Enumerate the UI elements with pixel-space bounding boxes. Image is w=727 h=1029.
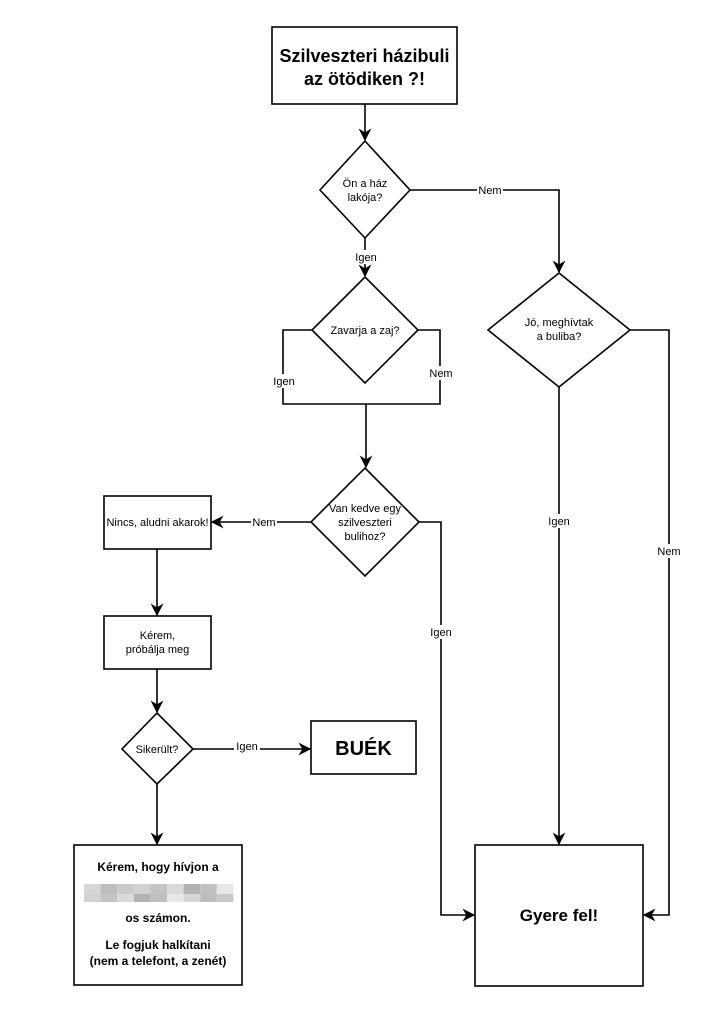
redaction-cell: [150, 884, 167, 894]
node-start-line-1: Szilveszteri házibuli: [279, 46, 449, 66]
node-invited-line-2: a buliba?: [537, 331, 582, 343]
node-mood-line-2: szilveszteri: [338, 517, 392, 529]
node-resident-line-2: lakója?: [348, 192, 383, 204]
node-mood: Van kedve egy szilveszteri bulihoz?: [309, 466, 421, 578]
node-call-line-5: Le fogjuk halkítani: [105, 938, 210, 952]
redaction-cell: [117, 884, 134, 894]
redaction-cell: [100, 884, 118, 894]
node-buek-line-1: BUÉK: [335, 737, 392, 760]
node-call-line-3: os számon.: [125, 911, 190, 925]
redacted-phone-number: [84, 884, 234, 902]
redaction-cell: [183, 894, 201, 902]
edge-label-invited-igen: Igen: [548, 516, 569, 528]
edge-invited-to-comeup-nem: [630, 329, 670, 922]
redaction-cell: [150, 894, 167, 902]
node-buek: BUÉK: [310, 720, 417, 775]
node-success-line-1: Sikerült?: [136, 744, 179, 756]
redaction-cell: [84, 894, 101, 902]
node-start: Szilveszteri házibuli az ötödiken ?!: [271, 26, 458, 105]
node-mood-line-3: bulihoz?: [345, 531, 386, 543]
edge-label-mood-igen: Igen: [430, 627, 451, 639]
redaction-cell: [133, 894, 151, 902]
node-resident-line-1: Ön a ház: [343, 178, 388, 190]
redaction-cell: [167, 894, 184, 902]
node-try-line-2: próbálja meg: [126, 644, 190, 656]
node-try: Kérem, próbálja meg: [103, 615, 212, 670]
node-invited-line-1: Jó, meghívtak: [525, 317, 594, 329]
redaction-cell: [100, 894, 118, 902]
node-sleep-line-1: Nincs, aludni akarok!: [106, 517, 208, 529]
node-start-line-2: az ötödiken ?!: [304, 69, 425, 89]
node-noise: Zavarja a zaj?: [310, 275, 420, 385]
edge-label-mood-nem: Nem: [252, 517, 275, 529]
redaction-cell: [216, 894, 234, 902]
redaction-cell: [216, 884, 234, 894]
node-mood-line-1: Van kedve egy: [329, 503, 401, 515]
edge-noise-igen: [282, 329, 366, 405]
edge-resident-to-invited: [410, 189, 566, 274]
node-success: Sikerült?: [120, 711, 195, 786]
redaction-cell: [117, 894, 134, 902]
edge-label-invited-nem: Nem: [657, 546, 680, 558]
node-invited: Jó, meghívtak a buliba?: [486, 271, 632, 389]
edge-mood-to-comeup: [419, 521, 476, 922]
node-noise-line-1: Zavarja a zaj?: [330, 325, 399, 337]
edge-label-resident-nem: Nem: [478, 185, 501, 197]
node-call-line-6: (nem a telefont, a zenét): [90, 954, 227, 968]
node-call: Kérem, hogy hívjon a os számon. Le fogju…: [73, 844, 243, 986]
redaction-cell: [183, 884, 201, 894]
edges: [150, 104, 670, 922]
edge-label-resident-igen: Igen: [355, 252, 376, 264]
redaction-cell: [200, 884, 217, 894]
edge-label-noise-igen: Igen: [273, 376, 294, 388]
edge-label-success-igen: Igen: [236, 741, 257, 753]
node-comeup-line-1: Gyere fel!: [520, 906, 598, 925]
node-comeup: Gyere fel!: [474, 844, 644, 987]
node-resident: Ön a ház lakója?: [318, 139, 412, 240]
edge-label-noise-nem: Nem: [429, 368, 452, 380]
node-sleep: Nincs, aludni akarok!: [103, 495, 212, 550]
node-call-line-1: Kérem, hogy hívjon a: [97, 860, 219, 874]
redaction-cell: [133, 884, 151, 894]
redaction-cell: [84, 884, 101, 894]
node-try-line-1: Kérem,: [140, 630, 175, 642]
edge-labels: Nem Igen Igen Nem Nem Igen Igen Nem Igen: [234, 183, 682, 756]
redaction-cell: [200, 894, 217, 902]
redaction-cell: [167, 884, 184, 894]
